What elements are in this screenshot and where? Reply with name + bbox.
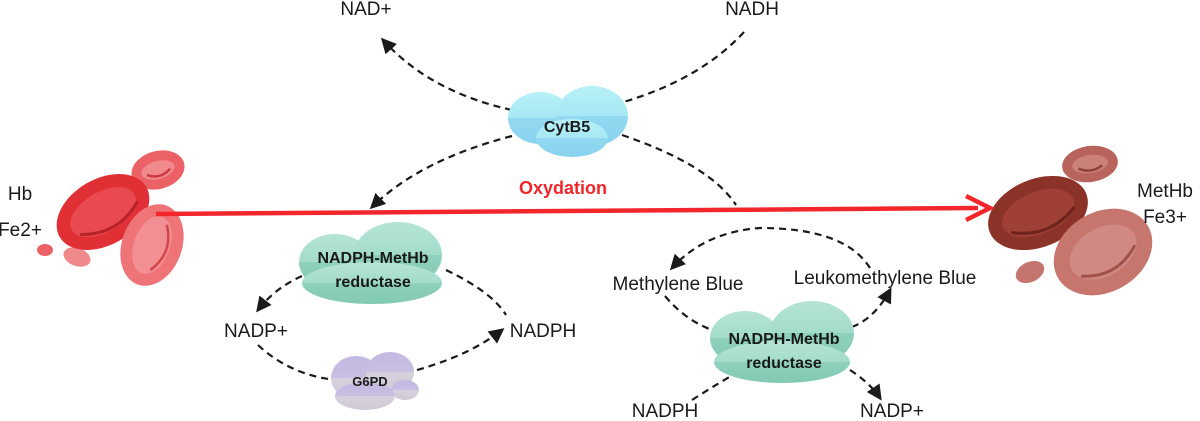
methylene-blue-label: Methylene Blue <box>613 274 744 295</box>
nad-plus-label: NAD+ <box>340 0 391 20</box>
g6pd-label: G6PD <box>352 374 387 389</box>
methb-label: MetHb <box>1137 181 1193 202</box>
right-nadph-label: NADPH <box>632 401 699 421</box>
oxyhemoglobin-cells-icon <box>37 150 185 286</box>
left-nadp-plus-label: NADP+ <box>224 321 288 342</box>
methemoglobin-cells-icon <box>988 145 1153 296</box>
oxidation-arrow <box>155 193 996 223</box>
oxidation-label: Oxydation <box>519 178 607 198</box>
nadph-cycle-arrows <box>256 269 507 382</box>
fe2-label: Fe2+ <box>0 220 42 241</box>
right-nadp-plus-label: NADP+ <box>860 401 924 421</box>
nadph-methb-reductase-cloud-icon <box>299 222 442 304</box>
nadh-label: NADH <box>725 0 779 20</box>
cytb5-cloud-icon <box>508 86 628 157</box>
methylene-blue-reductase-cloud-icon <box>710 301 854 383</box>
left-reductase-label-line2: reductase <box>335 274 411 291</box>
hb-label: Hb <box>8 184 32 205</box>
fe3-label: Fe3+ <box>1143 207 1187 228</box>
left-reductase-label-line1: NADPH-MetHb <box>317 250 428 267</box>
leukomethylene-blue-label: Leukomethylene Blue <box>794 268 977 289</box>
methylene-blue-cycle-arrows <box>664 226 892 401</box>
right-reductase-label-line1: NADPH-MetHb <box>728 331 839 348</box>
cytb5-label: CytB5 <box>544 119 590 136</box>
g6pd-cloud-icon <box>331 352 419 410</box>
left-nadph-label: NADPH <box>510 321 577 342</box>
right-reductase-label-line2: reductase <box>746 355 822 372</box>
cytb5-pathway-arrows <box>369 31 745 210</box>
